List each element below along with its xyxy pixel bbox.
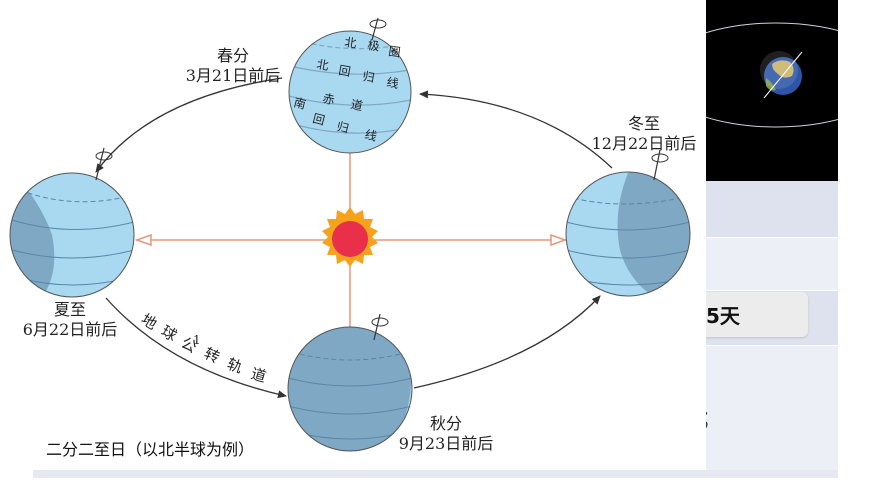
orbit-char: 球: [158, 322, 180, 345]
sun-icon: [322, 207, 378, 267]
lat-char: 线: [385, 75, 399, 91]
lat-char: 归: [335, 119, 350, 135]
rotation-arrow-icon: [95, 151, 113, 161]
rotation-arrow-icon: [371, 317, 389, 327]
earth-winter: [566, 172, 690, 296]
lat-char: 北: [315, 57, 329, 73]
label-summer: 夏至 6月22日前后: [10, 300, 130, 340]
lat-char: 道: [349, 97, 364, 113]
lat-char: 圈: [388, 44, 402, 60]
lat-char: 线: [363, 127, 378, 143]
orbit-arc-winter-spring: [419, 90, 613, 169]
label-autumn: 秋分 9月23日前后: [384, 414, 508, 454]
orbit-arc-spring-summer: [95, 77, 283, 173]
lat-char: 极: [367, 38, 381, 54]
orbit-char: 轨: [225, 355, 245, 377]
lat-char: 回: [337, 63, 351, 79]
orbit-char: 公: [178, 334, 200, 357]
orbit-char: 地: [138, 310, 160, 333]
label-spring: 春分 3月21日前后: [178, 46, 288, 86]
orbit-number: 1: [193, 333, 201, 347]
lat-char: 北: [344, 35, 358, 51]
autumn-name: 秋分: [429, 414, 462, 433]
answer-text: 5天: [706, 304, 740, 328]
table-bottom-strip: [33, 470, 838, 478]
orbit-svg: 北 极 圈 北 回 归 线 赤 道 南 回 归 线 地 球 公 转 轨: [9, 17, 691, 452]
answer-box: [700, 292, 808, 337]
orbit-diagram: 北 极 圈 北 回 归 线 赤 道 南 回 归 线 地 球 公 转 轨: [9, 17, 704, 459]
spring-date: 3月21日前后: [185, 66, 281, 85]
autumn-date: 9月23日前后: [398, 434, 494, 453]
orbit-arc-summer-autumn: [105, 297, 287, 399]
winter-date: 12月22日前后: [591, 134, 697, 153]
orbit-char: 道: [249, 365, 268, 386]
diagram-caption: 二分二至日（以北半球为例）: [46, 440, 255, 459]
lat-char: 归: [361, 69, 375, 85]
spring-name: 春分: [216, 46, 249, 65]
summer-name: 夏至: [53, 300, 86, 319]
rotation-arrow-icon: [369, 19, 387, 29]
lat-char: 赤: [321, 91, 336, 107]
lat-char: 南: [292, 94, 307, 111]
winter-name: 冬至: [627, 114, 660, 133]
orbit-arc-autumn-winter: [413, 295, 601, 389]
orbit-char: 转: [201, 344, 222, 367]
label-winter: 冬至 12月22日前后: [584, 114, 704, 154]
lat-char: 回: [311, 111, 326, 127]
earth-orbit-photo: [655, 0, 870, 181]
summer-date: 6月22日前后: [22, 320, 118, 339]
rotation-arrow-icon: [651, 153, 669, 163]
